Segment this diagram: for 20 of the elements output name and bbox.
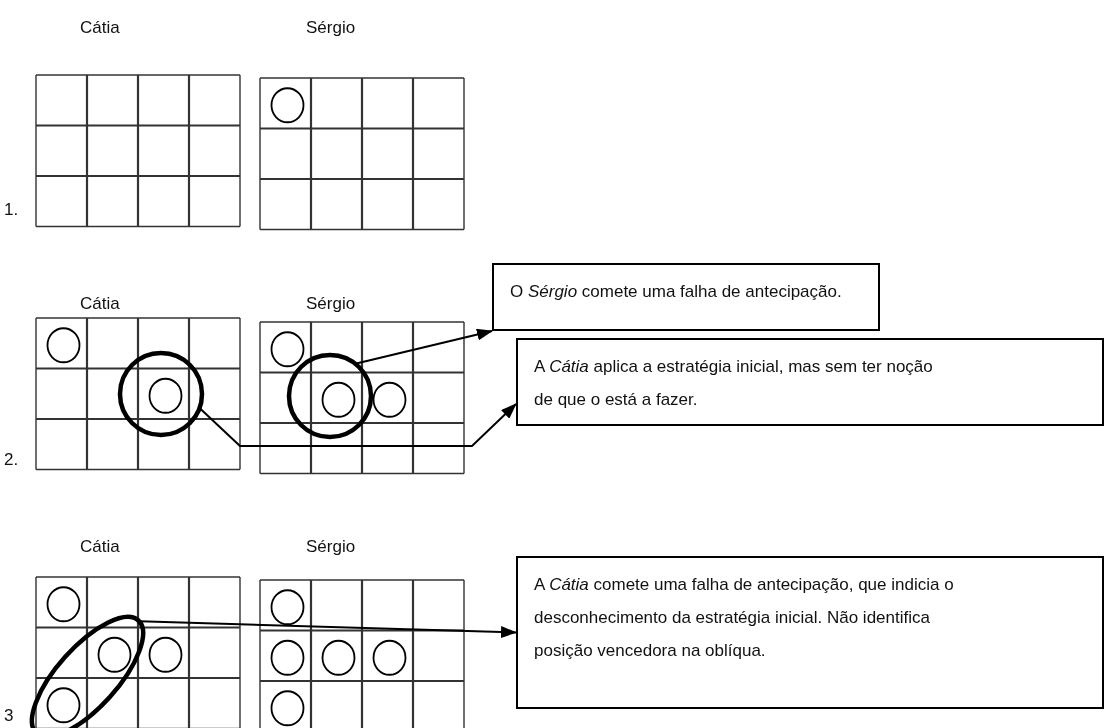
player-name: Cátia [80,294,120,314]
comment-text: O Sérgio comete uma falha de antecipação. [510,281,843,303]
player-name: Sérgio [306,537,356,557]
comment-box [516,556,1104,709]
player-name: Sérgio [306,18,356,38]
player-name: Cátia [80,18,120,38]
comment-text: A Cátia aplica a estratégia inicial, mas sem ter noção de que o está a fazer. [534,356,934,411]
comment-text: A Cátia comete uma falha de antecipação, que indicia o desconhecimento da estratégia inicial. Não identifica posição vencedora na oblíqua. [534,574,955,662]
arrow [138,620,517,639]
comment-box [492,263,880,331]
player-name: Sérgio [306,294,356,314]
player-name: Cátia [80,537,120,557]
arrow [354,328,493,365]
arrow [198,403,517,447]
step-number: 3 [4,706,14,726]
highlight-circle [117,350,205,438]
comment-box [516,338,1104,426]
step-number: 1. [4,200,19,220]
step-number: 2. [4,450,19,470]
highlight-circle [286,352,374,440]
